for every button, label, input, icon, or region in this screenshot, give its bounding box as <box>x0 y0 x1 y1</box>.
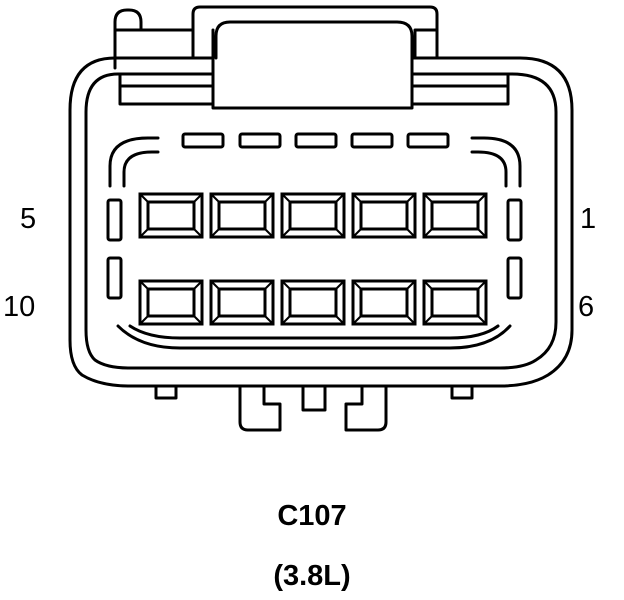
side-slot-right-lower <box>506 256 523 300</box>
center-lock-tower <box>191 5 439 60</box>
pin-label-bottom-left: 10 <box>3 291 36 323</box>
pin-label-top-left: 5 <box>20 203 37 235</box>
pin-label-top-right: 1 <box>580 203 597 235</box>
ledge-drop <box>118 84 510 106</box>
bottom-foot-right <box>450 384 474 400</box>
pin-label-bottom-right: 6 <box>578 291 595 323</box>
pin-cavities <box>138 192 488 326</box>
upper-left-arc <box>108 136 160 188</box>
bottom-foot-left <box>154 384 178 400</box>
side-slot-left-lower <box>106 256 123 300</box>
side-slot-right-upper <box>506 198 523 242</box>
pin-cavity <box>280 279 346 326</box>
pin-cavity <box>422 192 488 239</box>
upper-left-arc-inner <box>122 150 160 188</box>
side-slot-left-upper <box>106 198 123 242</box>
lower-arc <box>116 324 512 350</box>
bottom-latch-center <box>301 384 327 412</box>
key-slot <box>238 132 282 149</box>
pin-cavity <box>351 192 417 239</box>
upper-right-arc-inner <box>470 150 508 188</box>
pin-cavity <box>138 192 204 239</box>
right-shoulder <box>413 28 439 60</box>
pin-cavity <box>209 192 275 239</box>
outer-housing <box>68 56 574 388</box>
left-shoulder <box>113 28 215 60</box>
connector-variant: (3.8L) <box>273 560 351 592</box>
connector-id: C107 <box>277 500 347 532</box>
bottom-latch-right <box>344 386 388 432</box>
left-ledge-rail <box>118 72 215 88</box>
pin-cavity <box>138 279 204 326</box>
bottom-latch-left <box>238 386 282 432</box>
pin-cavity <box>280 192 346 239</box>
key-slot <box>350 132 394 149</box>
center-lock-window <box>214 20 414 60</box>
pin-cavity <box>209 279 275 326</box>
right-ledge-rail <box>410 72 510 88</box>
key-slot <box>181 132 225 149</box>
pin-cavity <box>351 279 417 326</box>
lower-arc-inner <box>128 324 500 340</box>
key-slot <box>294 132 338 149</box>
key-slot <box>406 132 450 149</box>
pin-cavity <box>422 279 488 326</box>
upper-right-arc <box>470 136 522 188</box>
left-latch-tab <box>113 8 143 70</box>
